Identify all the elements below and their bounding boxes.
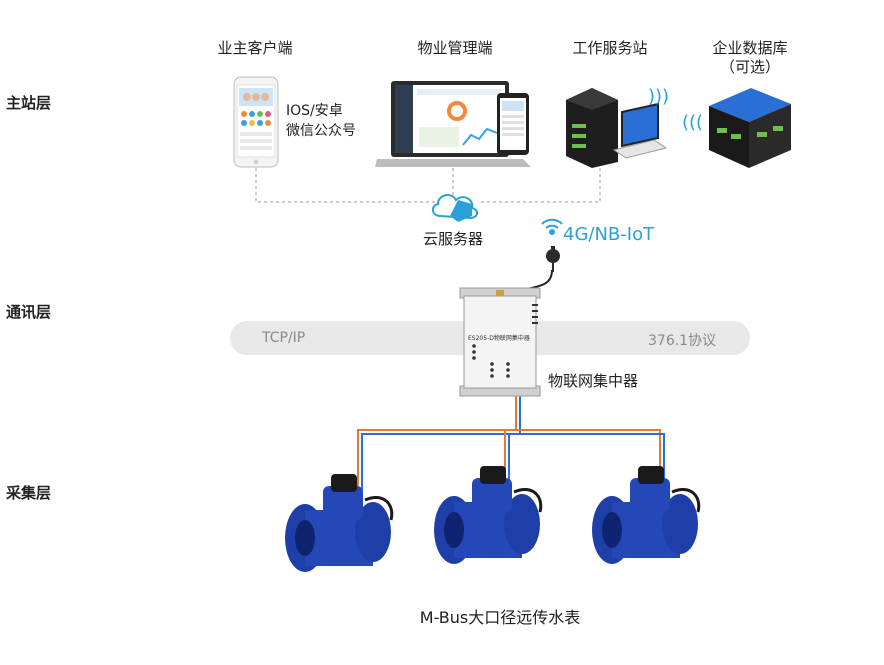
concentrator-label: 物联网集中器 (548, 372, 639, 390)
database-title: 企业数据库 (712, 39, 788, 57)
database-note: （可选） (719, 58, 780, 76)
water-meter-1 (283, 470, 403, 580)
antenna-icon (544, 244, 562, 272)
laptop-image (375, 79, 535, 171)
signal-icon (538, 212, 566, 240)
concentrator-image (458, 286, 542, 400)
owner-client-title: 业主客户端 (217, 39, 293, 57)
layer-label-comm: 通讯层 (6, 303, 52, 321)
water-meter-label: M-Bus大口径远传水表 (419, 608, 581, 627)
water-meter-2 (432, 462, 552, 572)
layer-label-master: 主站层 (6, 94, 52, 112)
mobile-platform-note: IOS/安卓 (286, 103, 343, 119)
workstation-title: 工作服务站 (572, 39, 648, 57)
network-label: 4G/NB-IoT (563, 224, 655, 245)
wifi-icon: ))) (648, 86, 670, 107)
phone-image (233, 76, 279, 168)
layer-label-collect: 采集层 (6, 484, 52, 502)
wechat-note: 微信公众号 (286, 123, 356, 139)
concentrator-model: ES205-D物联网集中器 (468, 335, 530, 342)
workstation-image (562, 80, 672, 170)
wifi-icon-reverse: ((( (682, 112, 704, 133)
water-meter-3 (590, 462, 710, 572)
mbus-wiring (357, 396, 665, 490)
protocol-tcpip: TCP/IP (262, 330, 306, 346)
dashed-link-workstation (478, 168, 601, 203)
dashed-link-owner (255, 168, 440, 203)
database-server-image (705, 82, 795, 172)
protocol-376: 376.1协议 (648, 333, 717, 349)
cloud-server-label: 云服务器 (422, 230, 483, 248)
cloud-icon (428, 186, 480, 224)
property-client-title: 物业管理端 (417, 39, 493, 57)
